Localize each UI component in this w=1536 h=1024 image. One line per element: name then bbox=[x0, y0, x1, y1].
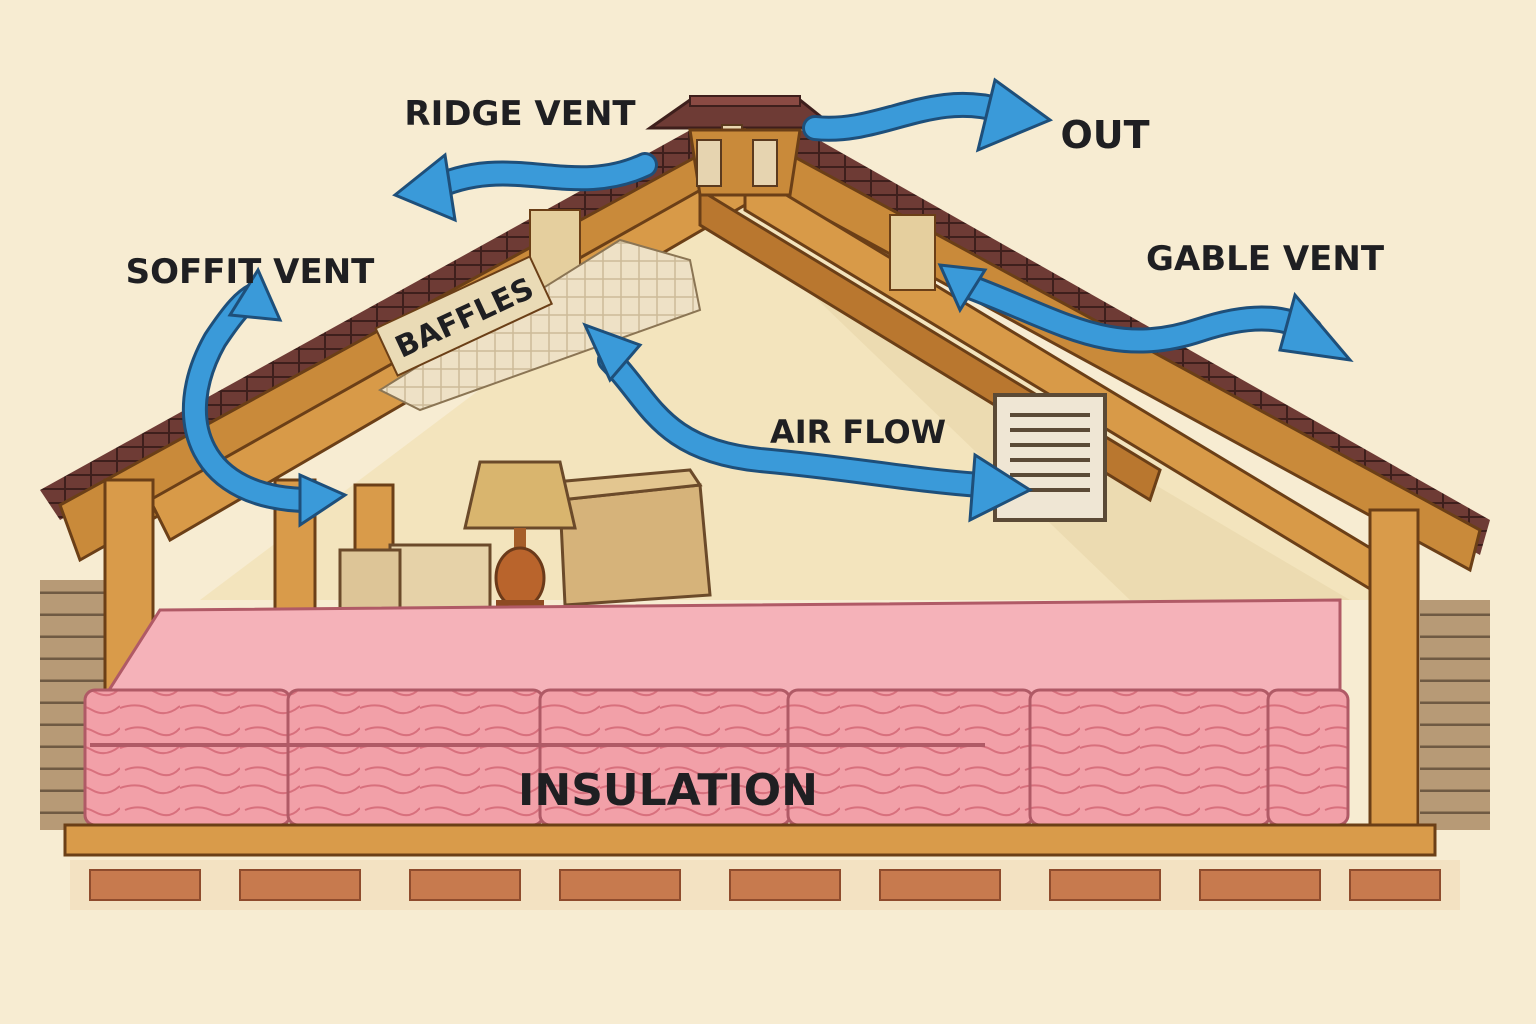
air-flow-arrow bbox=[582, 322, 1034, 523]
collar-block-right bbox=[889, 214, 936, 291]
air-flow-label: AIR FLOW bbox=[770, 413, 946, 451]
right-exterior-wall bbox=[1420, 600, 1490, 830]
gable-arrow bbox=[937, 263, 1354, 363]
ridge-out-arrow bbox=[802, 77, 1054, 153]
storage-boxes bbox=[338, 468, 712, 615]
brick-foundation bbox=[70, 860, 1460, 910]
soffit-arrow bbox=[181, 266, 349, 528]
lamp bbox=[463, 460, 577, 610]
soffit-vent-label: SOFFIT VENT bbox=[126, 252, 376, 292]
ridge-left-arrow bbox=[392, 152, 658, 223]
insulation-batts bbox=[83, 598, 1350, 827]
collar-block-left bbox=[529, 209, 581, 291]
gable-vent-louver bbox=[993, 393, 1107, 522]
out-label: OUT bbox=[1060, 113, 1149, 157]
insulation-label: INSULATION bbox=[518, 765, 818, 816]
ridge-vent-label: RIDGE VENT bbox=[404, 94, 636, 134]
baffles-panel bbox=[377, 238, 702, 412]
airflow-arrows bbox=[181, 77, 1354, 528]
gable-vent-label: GABLE VENT bbox=[1146, 239, 1385, 279]
floor-joist bbox=[63, 823, 1437, 857]
ridge-gusset bbox=[688, 128, 802, 197]
